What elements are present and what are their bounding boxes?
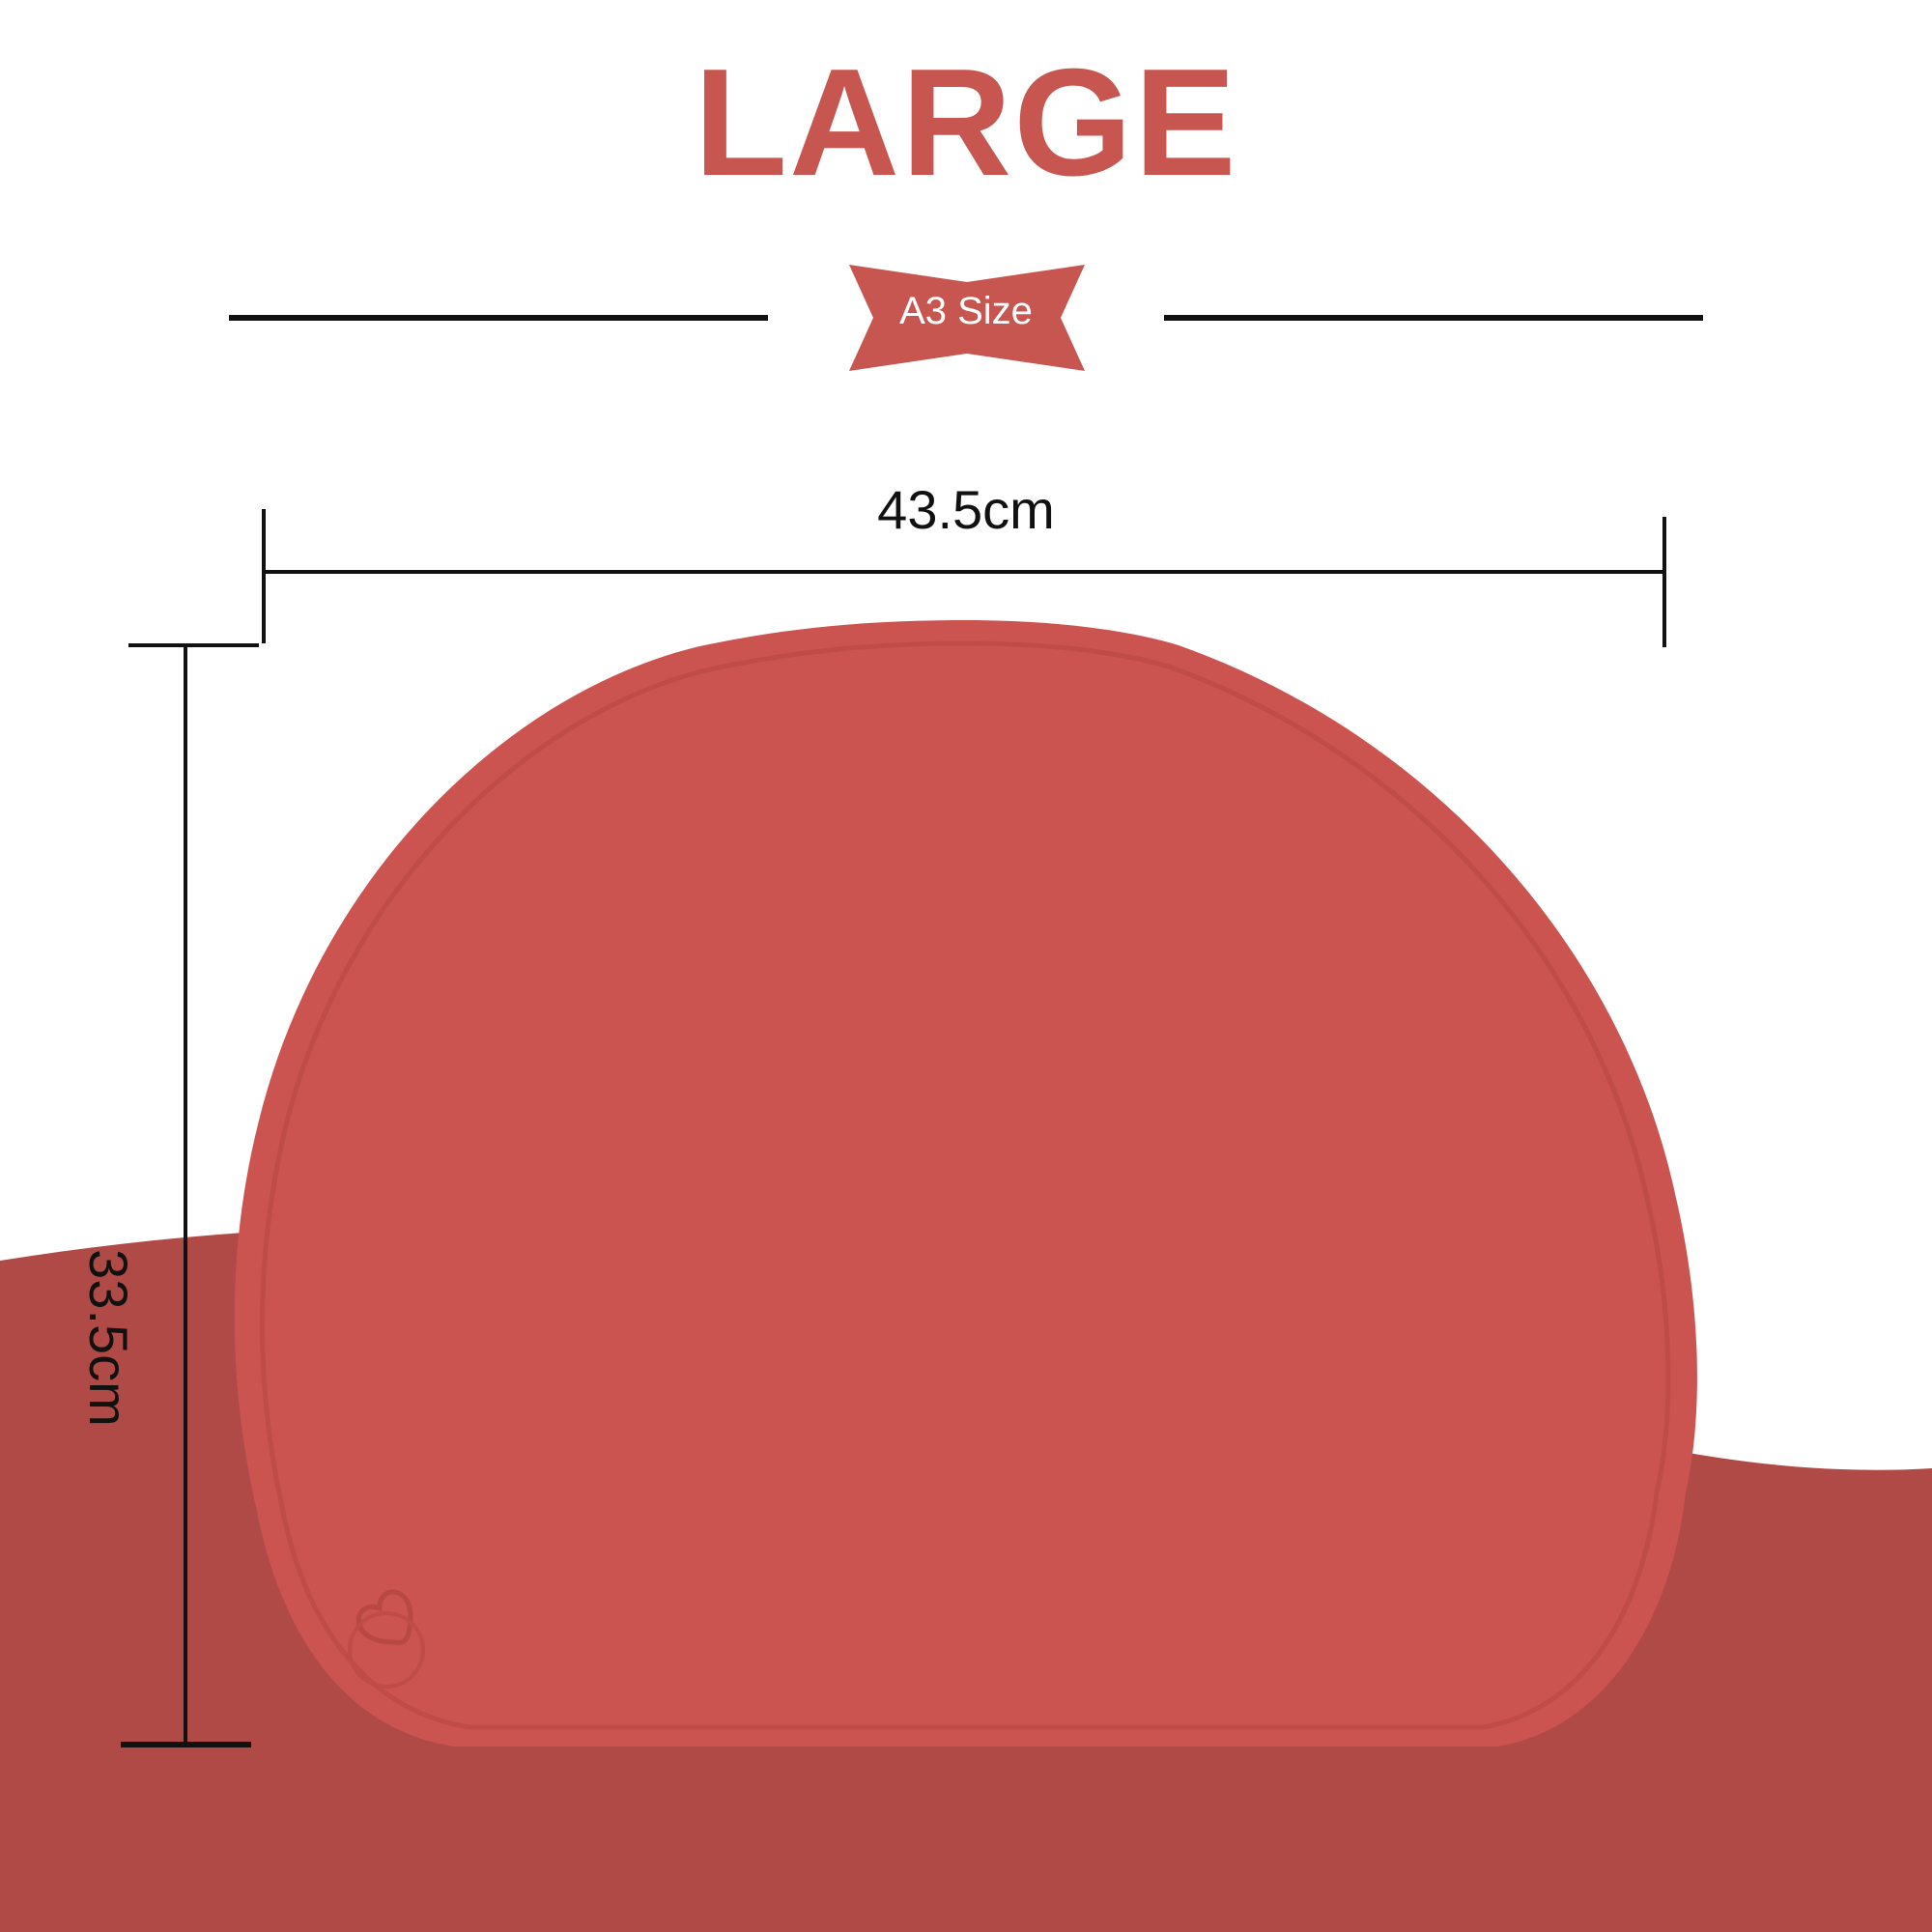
height-dimension: [121, 643, 259, 1747]
silicone-mat: [234, 620, 1697, 1747]
width-dimension-label: 43.5cm: [877, 479, 1055, 540]
height-dimension-label: 33.5cm: [78, 1249, 139, 1427]
width-dimension: [262, 509, 1666, 647]
page-title: LARGE: [694, 38, 1238, 208]
heart-icon: [348, 1589, 425, 1689]
mat-inner-rim: [259, 640, 1671, 1730]
size-ribbon-shape: [849, 265, 1085, 371]
size-badge-label: A3 Size: [899, 290, 1033, 332]
